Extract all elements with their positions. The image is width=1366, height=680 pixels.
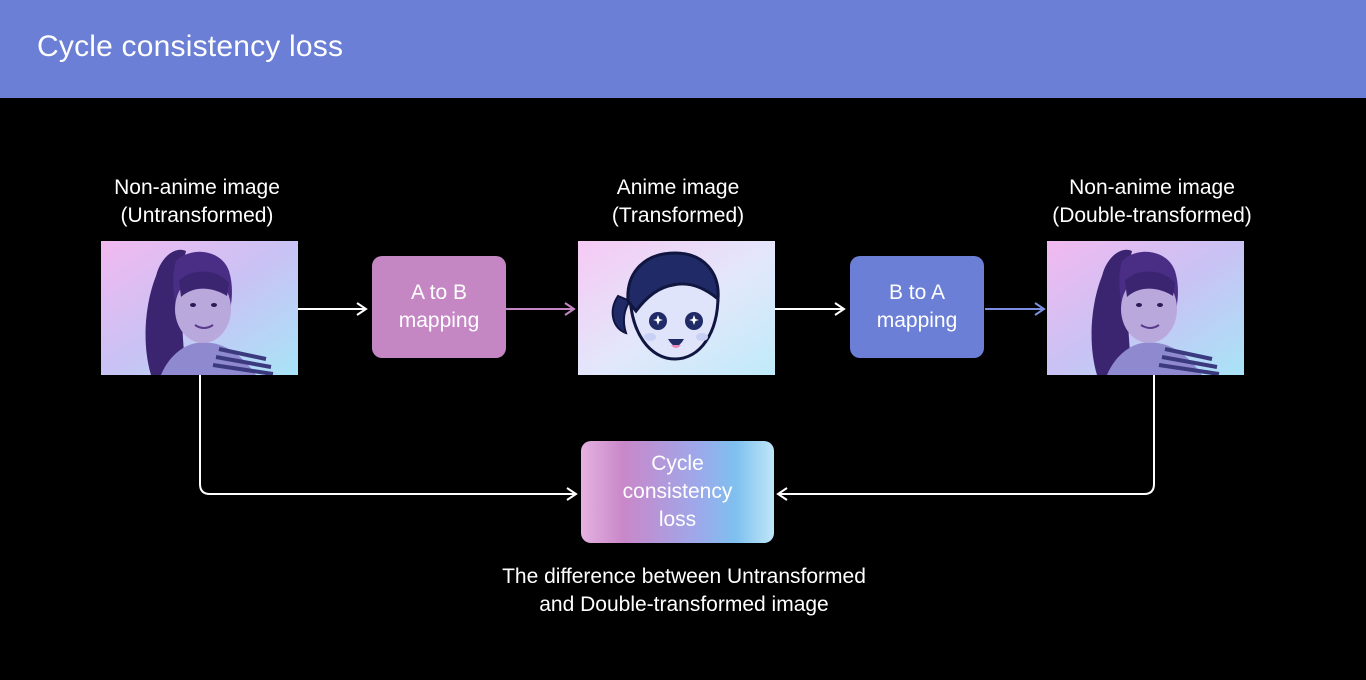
source-label-line1: Non-anime image <box>114 176 280 199</box>
double-label-line1: Non-anime image <box>1069 176 1235 199</box>
loss-line3: loss <box>658 508 697 531</box>
loss-line2: consistency <box>622 480 733 503</box>
double-label-line2: (Double-transformed) <box>1052 204 1252 227</box>
arrow-source-to-loss <box>199 375 578 501</box>
anime-label-line1: Anime image <box>616 176 740 199</box>
page-title: Cycle consistency loss <box>37 30 344 63</box>
source-image-label: Non-anime image (Untransformed) <box>47 174 347 230</box>
arrow-double-to-loss <box>776 375 1155 501</box>
loss-line1: Cycle <box>651 452 704 475</box>
loss-caption: The difference between Untransformed and… <box>424 563 944 619</box>
caption-line1: The difference between Untransformed <box>502 565 866 588</box>
source-label-line2: (Untransformed) <box>120 204 274 227</box>
anime-label-line2: (Transformed) <box>611 204 745 227</box>
a-to-b-line1: A to B <box>410 281 468 304</box>
double-image-label: Non-anime image (Double-transformed) <box>1002 174 1302 230</box>
header-bar: Cycle consistency loss <box>0 0 1366 98</box>
a-to-b-mapping-box: A to B mapping <box>372 256 506 358</box>
b-to-a-line2: mapping <box>876 309 958 332</box>
source-photo <box>101 241 298 375</box>
b-to-a-line1: B to A <box>888 281 946 304</box>
b-to-a-mapping-box: B to A mapping <box>850 256 984 358</box>
caption-line2: and Double-transformed image <box>539 593 829 616</box>
anime-image <box>578 241 775 375</box>
a-to-b-line2: mapping <box>398 309 480 332</box>
double-transformed-photo <box>1047 241 1244 375</box>
cycle-consistency-loss-box: Cycle consistency loss <box>581 441 774 543</box>
anime-image-label: Anime image (Transformed) <box>528 174 828 230</box>
